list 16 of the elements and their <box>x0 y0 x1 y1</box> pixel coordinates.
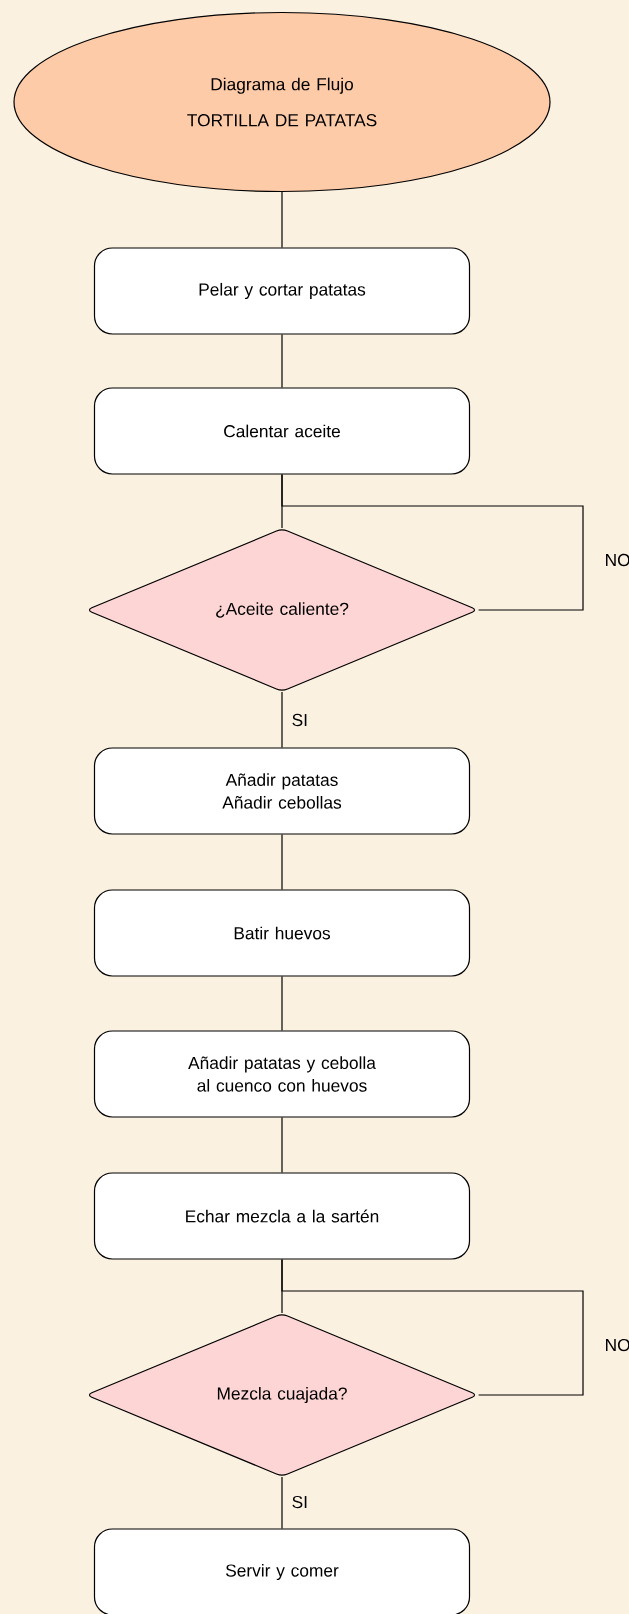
process-box: Añadir patatas y cebolla al cuenco con huevos <box>93 1030 471 1118</box>
connector-line <box>281 976 283 1031</box>
process-box: Echar mezcla a la sartén <box>93 1172 471 1260</box>
process-box: Pelar y cortar patatas <box>93 247 471 335</box>
connector-line <box>281 191 283 248</box>
connector-line <box>281 334 283 388</box>
connector-line <box>281 1259 584 1396</box>
connector-line <box>281 1476 283 1529</box>
process-box: Calentar aceite <box>93 387 471 475</box>
connector-line <box>281 691 283 748</box>
connector-line <box>281 834 283 890</box>
process-box: Añadir patatas Añadir cebollas <box>93 747 471 835</box>
connector-line <box>281 474 584 611</box>
process-box: Batir huevos <box>93 889 471 977</box>
connector-line <box>281 1117 283 1173</box>
process-box: Servir y comer <box>93 1528 471 1614</box>
